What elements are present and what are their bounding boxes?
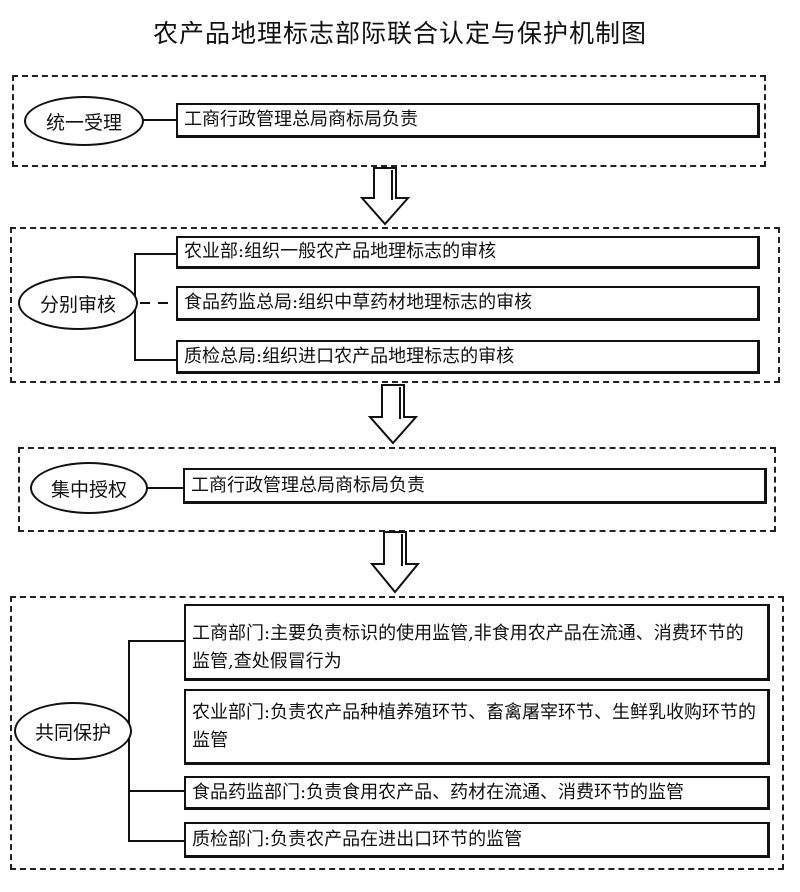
connector-line (140, 119, 177, 121)
item-box-trademark-office-acceptance: 工商行政管理总局商标局负责 (176, 103, 760, 138)
connector-line (144, 487, 184, 489)
bracket-branch-line (134, 253, 176, 255)
item-box-quality-inspection-review: 质检总局:组织进口农产品地理标志的审核 (176, 340, 760, 374)
down-arrow-icon (369, 531, 421, 594)
item-box-agriculture-protection: 农业部门:负责农产品种植养殖环节、畜禽屠宰环节、生鲜乳收购环节的监管 (184, 689, 770, 765)
stage-oval-joint-protection: 共同保护 (14, 702, 132, 760)
down-arrow-icon (359, 167, 411, 226)
stage-oval-unified-acceptance: 统一受理 (24, 96, 144, 146)
item-box-quality-inspection-protection: 质检部门:负责农产品在进出口环节的监管 (184, 822, 770, 858)
bracket-branch-dash (158, 302, 168, 304)
item-box-ministry-agriculture-review: 农业部:组织一般农产品地理标志的审核 (176, 236, 760, 269)
bracket-branch-line (128, 790, 184, 792)
bracket-branch-dash (140, 302, 150, 304)
item-box-industry-commerce-protection: 工商部门:主要负责标识的使用监管,非食用农产品在流通、消费环节的监管,查处假冒行… (184, 604, 770, 681)
bracket-branch-line (134, 359, 176, 361)
section-joint-protection (10, 596, 784, 870)
bracket-branch-line (128, 840, 184, 842)
section-unified-acceptance (12, 75, 766, 167)
bracket-branch-line (128, 640, 184, 642)
diagram-title: 农产品地理标志部际联合认定与保护机制图 (152, 19, 647, 48)
section-separate-review (10, 227, 780, 383)
stage-oval-separate-review: 分别审核 (18, 276, 138, 330)
item-box-trademark-office-authorization: 工商行政管理总局商标局负责 (183, 468, 767, 504)
stage-oval-centralized-authorization: 集中授权 (30, 462, 148, 514)
item-box-food-drug-protection: 食品药监部门:负责食用农产品、药材在流通、消费环节的监管 (184, 776, 770, 810)
item-box-food-drug-review: 食品药监总局:组织中草药材地理标志的审核 (176, 286, 760, 321)
down-arrow-icon (367, 384, 419, 445)
